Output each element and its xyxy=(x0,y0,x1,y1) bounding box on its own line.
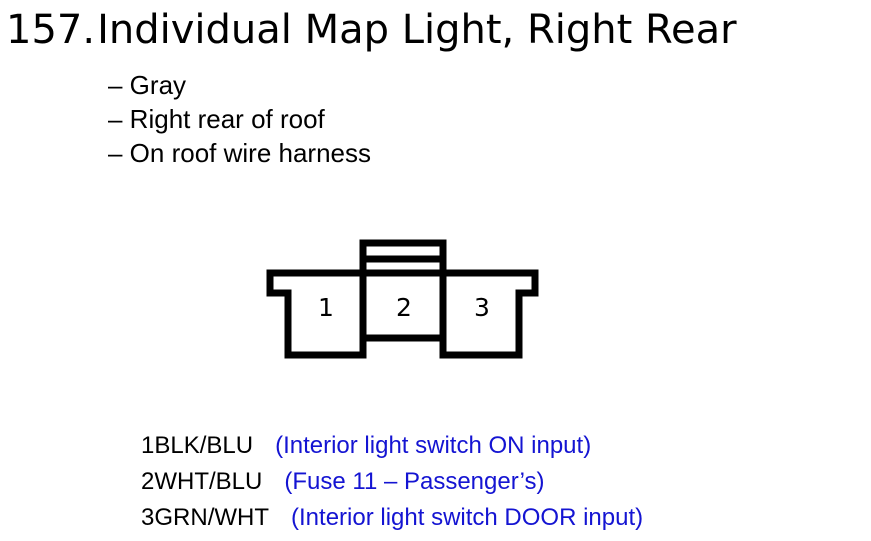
pin-wire: BLK/BLU xyxy=(154,432,254,459)
terminal-label-3: 3 xyxy=(474,293,490,322)
pin-row-2: 2WHT/BLU (Fuse 11 – Passenger’s) xyxy=(141,464,643,500)
detail-harness: – On roof wire harness xyxy=(108,138,372,168)
terminal-label-1: 1 xyxy=(318,293,334,322)
pin-description: (Interior light switch ON input) xyxy=(275,432,592,459)
pin-wire: GRN/WHT xyxy=(154,504,270,531)
pin-row-3: 3GRN/WHT (Interior light switch DOOR inpu… xyxy=(141,500,643,536)
connector-details: – Gray – Right rear of roof – On roof wi… xyxy=(108,68,371,170)
detail-color: – Gray xyxy=(108,70,187,100)
page-title: 157.Individual Map Light, Right Rear xyxy=(6,4,737,56)
terminal-label-2: 2 xyxy=(396,293,412,322)
title-number: 157. xyxy=(6,7,96,53)
pin-list: 1BLK/BLU (Interior light switch ON input)… xyxy=(141,428,643,536)
detail-location: – Right rear of roof xyxy=(108,104,325,134)
pin-wire: WHT/BLU xyxy=(154,468,263,495)
pin-id: 3 xyxy=(141,504,155,531)
pin-description: (Interior light switch DOOR input) xyxy=(291,504,644,531)
pin-id: 1 xyxy=(141,432,155,459)
pin-id: 2 xyxy=(141,468,155,495)
pin-row-1: 1BLK/BLU (Interior light switch ON input) xyxy=(141,428,643,464)
title-text: Individual Map Light, Right Rear xyxy=(97,7,737,53)
pin-description: (Fuse 11 – Passenger’s) xyxy=(284,468,545,495)
